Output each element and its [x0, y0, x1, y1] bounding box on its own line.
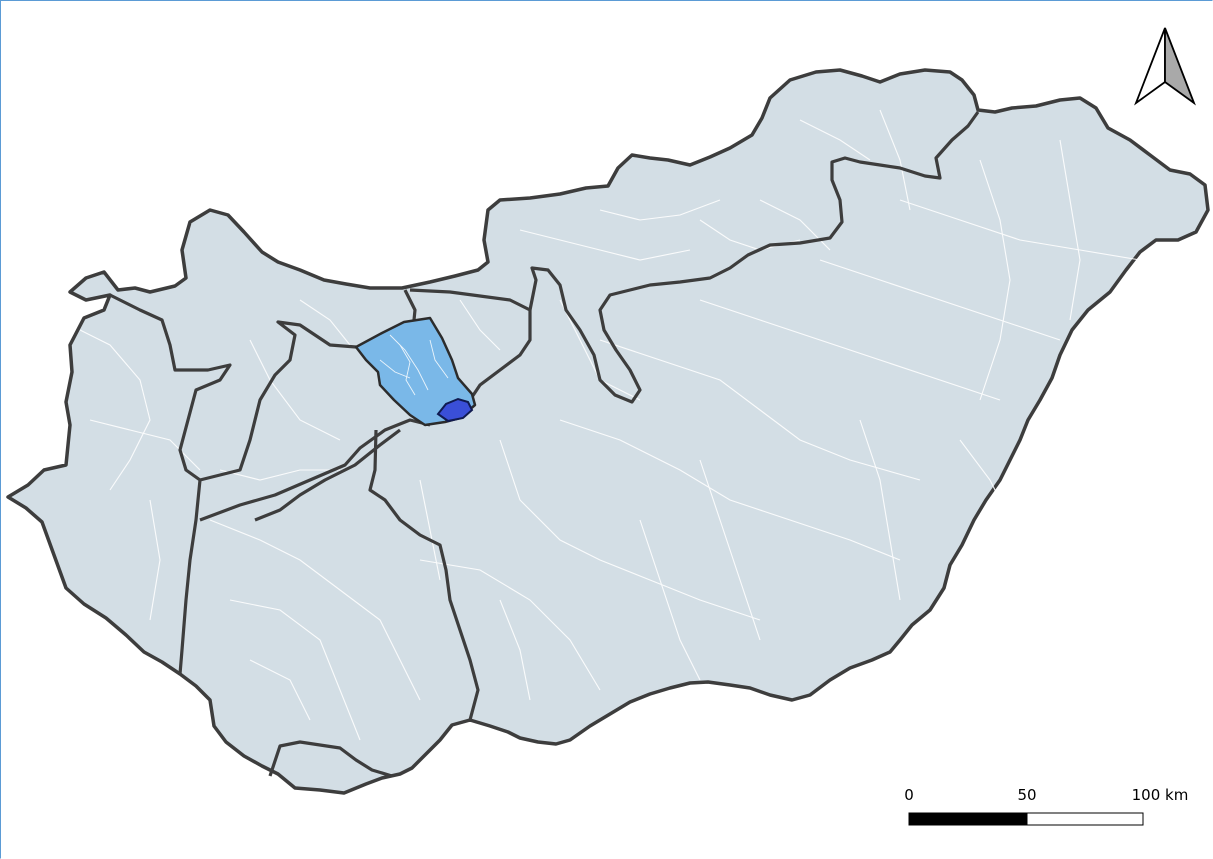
- north-arrow-icon: [1134, 27, 1196, 106]
- minor-boundaries: [79, 109, 1141, 741]
- scale-tick-50: 50: [1017, 786, 1036, 804]
- highlight-subregion: [436, 397, 474, 423]
- scale-tick-100: 100 km: [1132, 786, 1189, 804]
- scale-tick-0: 0: [904, 786, 914, 804]
- scale-bar: 0 50 100 km: [904, 786, 1189, 826]
- scale-bar-segment-light: [1026, 812, 1144, 826]
- highlight-inner-lines: [379, 334, 449, 396]
- scale-bar-segment-dark: [908, 812, 1028, 826]
- country-outline: [6, 68, 1210, 795]
